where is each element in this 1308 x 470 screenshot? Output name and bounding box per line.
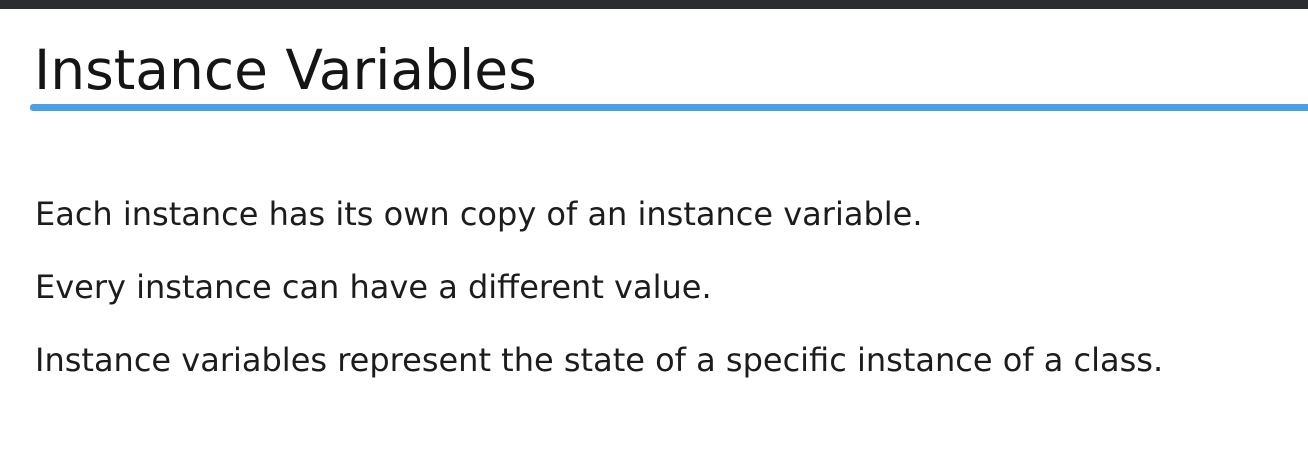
slide-title: Instance Variables	[34, 38, 537, 102]
bullet-item-own-copy: Each instance has its own copy of an ins…	[35, 195, 923, 233]
bullet-item-represent-state: Instance variables represent the state o…	[35, 341, 1164, 379]
window-top-bar	[0, 0, 1308, 9]
title-underline	[30, 104, 1308, 111]
bullet-item-different-value: Every instance can have a different valu…	[35, 268, 712, 306]
bullet-list: Each instance has its own copy of an ins…	[35, 195, 1163, 414]
